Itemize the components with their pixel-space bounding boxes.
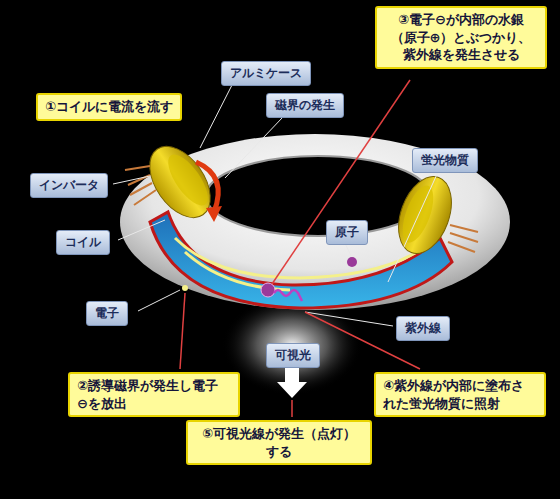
part-label: 蛍光物質 — [412, 148, 478, 173]
part-label: インバータ — [30, 173, 108, 198]
part-label: 電子 — [86, 301, 128, 326]
part-name: 紫外線 — [405, 320, 441, 337]
ring-hole — [206, 156, 430, 236]
step-text: ⑤可視光線が発生（点灯） する — [195, 425, 363, 460]
aluminium-ring — [120, 134, 510, 310]
part-label: アルミケース — [221, 61, 311, 86]
part-name: コイル — [65, 234, 101, 251]
part-label: コイル — [56, 230, 110, 255]
field-arrow — [196, 162, 218, 212]
part-name: インバータ — [39, 177, 99, 194]
electron-path — [185, 252, 290, 290]
leader-lines — [113, 85, 438, 326]
step-callout: ③電子⊖が内部の水銀 （原子⊕）とぶつかり、 紫外線を発生させる — [375, 6, 547, 69]
left-coil — [125, 135, 223, 228]
step-callout: ①コイルに電流を流す — [36, 93, 182, 121]
step-text: ③電子⊖が内部の水銀 （原子⊕）とぶつかり、 紫外線を発生させる — [384, 11, 538, 64]
part-label: 磁界の発生 — [266, 93, 344, 118]
part-name: 原子 — [335, 224, 359, 241]
light-arrow — [277, 368, 307, 398]
atom — [261, 283, 275, 297]
step-text: ④紫外線が内部に塗布さ れた蛍光物質に照射 — [383, 377, 537, 412]
step-callout: ⑤可視光線が発生（点灯） する — [186, 420, 372, 465]
atom — [347, 257, 357, 267]
part-label: 原子 — [326, 220, 368, 245]
part-label: 紫外線 — [396, 316, 450, 341]
part-name: 蛍光物質 — [421, 152, 469, 169]
step-text: ①コイルに電流を流す — [45, 98, 173, 116]
callout-lines — [180, 80, 420, 417]
step-callout: ④紫外線が内部に塗布さ れた蛍光物質に照射 — [374, 372, 546, 417]
part-name: アルミケース — [230, 65, 302, 82]
part-name: 可視光 — [275, 347, 311, 364]
ultraviolet-wave — [274, 290, 302, 301]
step-text: ②誘導磁界が発生し電子 ⊖を放出 — [77, 377, 231, 412]
part-name: 電子 — [95, 305, 119, 322]
part-name: 磁界の発生 — [275, 97, 335, 114]
part-label: 可視光 — [266, 343, 320, 368]
field-arrowhead — [206, 206, 222, 222]
electron — [182, 285, 188, 291]
step-callout: ②誘導磁界が発生し電子 ⊖を放出 — [68, 372, 240, 417]
